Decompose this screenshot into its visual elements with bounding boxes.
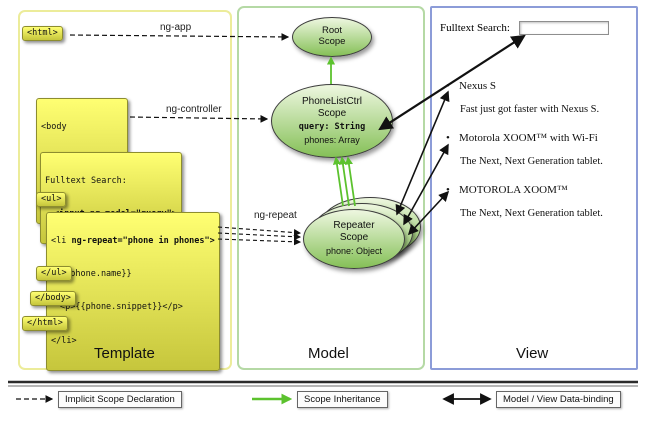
list-item-snippet: The Next, Next Generation tablet. bbox=[460, 156, 603, 167]
template-column-label: Template bbox=[94, 345, 155, 362]
code-line: <p>{{phone.snippet}}</p> bbox=[60, 302, 183, 313]
bullet-icon: • bbox=[446, 184, 450, 196]
scope-property: phones: Array bbox=[304, 134, 360, 145]
list-item-snippet: The Next, Next Generation tablet. bbox=[460, 208, 603, 219]
code-ul-close: </ul> bbox=[36, 266, 72, 282]
root-scope-ellipse: Root Scope bbox=[292, 17, 372, 57]
code-line: {{phone.name}} bbox=[60, 269, 132, 280]
code-line: </html> bbox=[27, 318, 63, 328]
ng-repeat-label: ng-repeat bbox=[254, 210, 297, 221]
bullet-icon: • bbox=[446, 80, 450, 92]
list-item-name: •Nexus S bbox=[446, 80, 496, 92]
view-phone-list: •Nexus S Fast just got faster with Nexus… bbox=[446, 80, 632, 236]
code-html-open: <html> bbox=[22, 26, 63, 42]
phonelistctrl-scope-ellipse: PhoneListCtrl Scope query: String phones… bbox=[271, 84, 393, 158]
code-line: </ul> bbox=[41, 268, 67, 278]
code-html-close: </html> bbox=[22, 316, 68, 332]
bullet-icon: • bbox=[446, 132, 450, 144]
code-line: <body bbox=[41, 122, 67, 133]
scope-title: Repeater Scope bbox=[333, 220, 375, 243]
code-line: Fulltext Search: bbox=[45, 176, 127, 187]
scope-property: query: String bbox=[298, 122, 366, 133]
list-item-snippet: Fast just got faster with Nexus S. bbox=[460, 104, 600, 115]
legend-model-view-data-binding: Model / View Data-binding bbox=[496, 391, 621, 408]
list-item-name: •Motorola XOOM™ with Wi-Fi bbox=[446, 132, 598, 144]
scope-title: PhoneListCtrl Scope bbox=[301, 96, 363, 119]
scope-title: Root Scope bbox=[318, 25, 346, 47]
code-line: </li> bbox=[51, 335, 77, 346]
code-line: </body> bbox=[35, 293, 71, 303]
ng-controller-label: ng-controller bbox=[166, 104, 222, 115]
view-search-input[interactable] bbox=[519, 21, 609, 35]
model-column-box bbox=[237, 6, 425, 370]
list-item-name: •MOTOROLA XOOM™ bbox=[446, 184, 568, 196]
scope-property: phone: Object bbox=[325, 246, 383, 257]
view-column-label: View bbox=[516, 345, 549, 362]
code-ul-open: <ul> bbox=[36, 192, 67, 208]
repeater-scope-ellipse-front: Repeater Scope phone: Object bbox=[303, 209, 405, 269]
legend-separator-line bbox=[8, 380, 638, 387]
code-line: <li ng-repeat="phone in phones"> bbox=[51, 236, 215, 247]
code-body-close: </body> bbox=[30, 291, 76, 307]
view-search-label: Fulltext Search: bbox=[440, 22, 510, 34]
ng-app-label: ng-app bbox=[160, 22, 192, 33]
code-line: <html> bbox=[27, 28, 58, 38]
model-column-label: Model bbox=[308, 345, 349, 362]
legend-implicit-scope-declaration: Implicit Scope Declaration bbox=[58, 391, 182, 408]
code-line: <ul> bbox=[41, 194, 62, 204]
legend-scope-inheritance: Scope Inheritance bbox=[297, 391, 388, 408]
